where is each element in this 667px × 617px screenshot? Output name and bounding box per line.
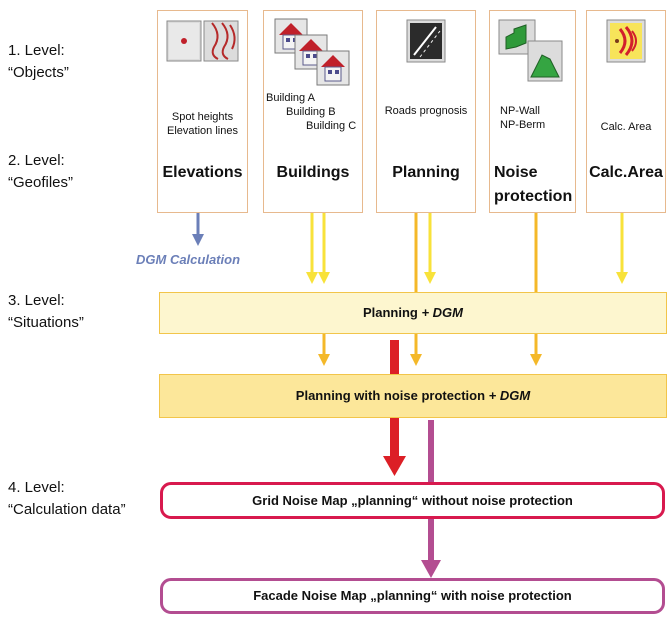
object-building-a: Building A bbox=[266, 92, 315, 104]
level-2-label: 2. Level: “Geofiles” bbox=[8, 150, 73, 194]
situation-planning-suffix: + DGM bbox=[421, 305, 464, 320]
arrow-to-facade-noise-map bbox=[421, 420, 441, 578]
noise-protection-icon bbox=[498, 19, 564, 88]
level-3-label: 3. Level: “Situations” bbox=[8, 290, 84, 334]
level-4-number: 4. Level: bbox=[8, 479, 65, 496]
roads-icon bbox=[406, 19, 446, 68]
level-1-name: “Objects” bbox=[8, 64, 69, 81]
situation-noise-protection-suffix: + DGM bbox=[488, 388, 531, 403]
geofile-buildings: Building A Building B Building C Buildin… bbox=[263, 10, 363, 213]
level-4-name: “Calculation data” bbox=[8, 501, 126, 518]
geofile-title-elevations: Elevations bbox=[162, 164, 243, 181]
geofile-title-noise-protection: Noise protection bbox=[494, 161, 575, 209]
situation-noise-protection-label: Planning with noise protection bbox=[295, 388, 489, 403]
elevations-icon bbox=[166, 19, 240, 68]
level-3-number: 3. Level: bbox=[8, 292, 65, 309]
object-roads-prognosis: Roads prognosis bbox=[384, 105, 468, 117]
object-building-b: Building B bbox=[286, 106, 336, 118]
object-calc-area: Calc. Area bbox=[600, 121, 652, 133]
facade-noise-map-label: Facade Noise Map „planning“ with noise p… bbox=[253, 588, 572, 603]
geofile-planning: Roads prognosis Planning bbox=[376, 10, 476, 213]
facade-noise-map: Facade Noise Map „planning“ with noise p… bbox=[160, 578, 665, 614]
level-1-label: 1. Level: “Objects” bbox=[8, 40, 69, 84]
geofile-title-planning: Planning bbox=[392, 164, 460, 181]
geofile-title-buildings: Buildings bbox=[276, 164, 350, 181]
object-elevation-lines: Elevation lines bbox=[167, 125, 238, 137]
object-building-c: Building C bbox=[306, 120, 357, 132]
buildings-icon bbox=[273, 17, 353, 94]
noise-protection-title-line1: Noise bbox=[494, 164, 538, 181]
arrow-dgm-calculation bbox=[192, 213, 204, 246]
situation-planning-noise-protection-dgm: Planning with noise protection + DGM bbox=[159, 374, 667, 418]
level-1-number: 1. Level: bbox=[8, 42, 65, 59]
object-spot-heights: Spot heights bbox=[171, 111, 234, 123]
grid-noise-map-label: Grid Noise Map „planning“ without noise … bbox=[252, 493, 573, 508]
geofile-calc-area: Calc. Area Calc.Area bbox=[586, 10, 666, 213]
object-np-wall: NP-Wall bbox=[500, 105, 540, 117]
dgm-calculation-label: DGM Calculation bbox=[136, 252, 241, 267]
grid-noise-map: Grid Noise Map „planning“ without noise … bbox=[160, 482, 665, 519]
noise-protection-title-line2: protection bbox=[494, 188, 573, 205]
object-np-berm: NP-Berm bbox=[500, 119, 546, 131]
situation-planning-label: Planning bbox=[362, 305, 422, 320]
level-4-label: 4. Level: “Calculation data” bbox=[8, 477, 126, 521]
situation-planning-dgm: Planning + DGM bbox=[159, 292, 667, 334]
arrows-geofiles-to-situation bbox=[306, 213, 628, 284]
geofile-noise-protection: NP-Wall NP-Berm Noise protection bbox=[489, 10, 576, 213]
calc-area-icon bbox=[606, 19, 646, 68]
geofile-elevations: Spot heights Elevation lines Elevations bbox=[157, 10, 248, 213]
level-2-number: 2. Level: bbox=[8, 152, 65, 169]
geofile-title-calc-area: Calc.Area bbox=[589, 164, 663, 181]
level-3-name: “Situations” bbox=[8, 314, 84, 331]
level-2-name: “Geofiles” bbox=[8, 174, 74, 191]
